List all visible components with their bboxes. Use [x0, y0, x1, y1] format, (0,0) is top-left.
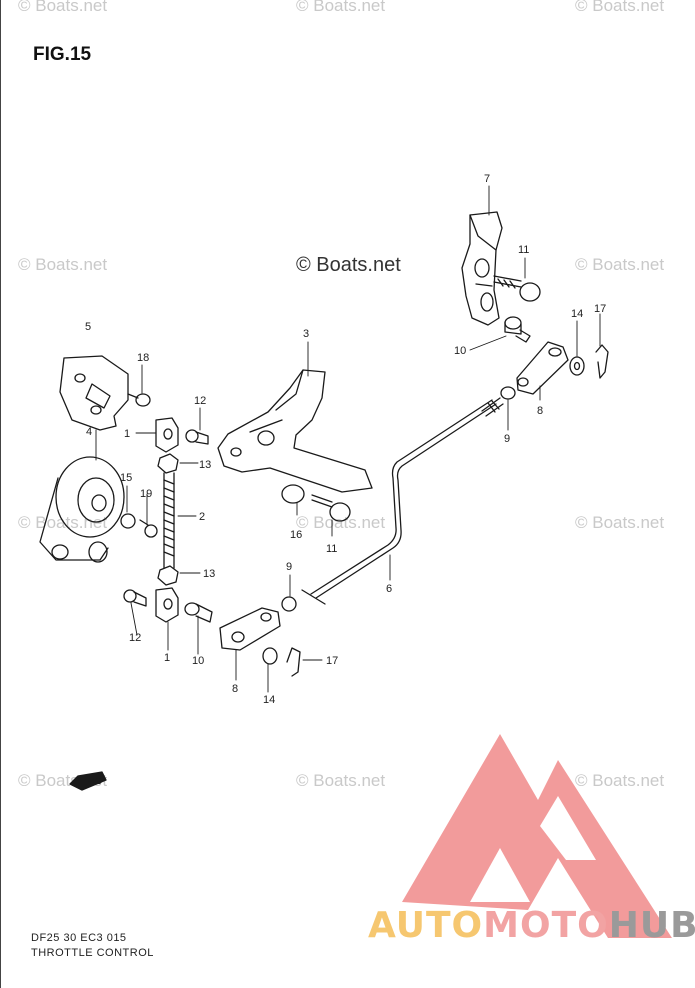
callout-17: 17 [594, 303, 606, 315]
watermark: © Boats.net [296, 771, 386, 790]
callout-11: 11 [518, 244, 529, 256]
part-screw-19 [139, 519, 158, 538]
callout-7: 7 [484, 173, 490, 185]
part-bracket-7 [461, 211, 503, 326]
part-link-8a [516, 341, 569, 395]
part-cam-4 [39, 456, 125, 563]
callout-5: 5 [85, 321, 91, 333]
part-pin-10a [504, 316, 531, 343]
part-clip-17a [595, 344, 609, 379]
footer-code: DF25 30 EC3 015 [31, 932, 127, 944]
part-nut-13b [157, 565, 179, 586]
callout-2: 2 [199, 511, 205, 523]
watermark: © Boats.net [296, 0, 386, 15]
part-stud-12a [185, 429, 209, 445]
callout-labels: 7 11 14 17 10 8 9 5 18 3 12 1 13 4 15 19… [85, 173, 606, 706]
automotohub-logo-icon [402, 734, 672, 938]
callout-11: 11 [326, 543, 337, 555]
part-plate-5 [59, 355, 129, 431]
watermark: © Boats.net [575, 513, 665, 532]
callout-8: 8 [232, 683, 238, 695]
callout-12: 12 [194, 395, 206, 407]
callout-15: 15 [120, 472, 132, 484]
callout-9: 9 [504, 433, 510, 445]
callout-14: 14 [263, 694, 275, 706]
watermark: © Boats.net [18, 0, 108, 15]
callout-9: 9 [286, 561, 292, 573]
watermark: © Boats.net [18, 255, 108, 274]
fwd-badge-text: FWD [84, 777, 102, 786]
callout-12: 12 [129, 632, 141, 644]
callout-10: 10 [454, 345, 466, 357]
footer-caption: THROTTLE CONTROL [31, 947, 154, 959]
part-pin-10b [184, 602, 213, 623]
logo-hub: HUB [608, 905, 695, 946]
callout-19: 19 [140, 488, 152, 500]
part-bolt-11a [493, 275, 541, 302]
callout-13: 13 [203, 568, 215, 580]
callout-13: 13 [199, 459, 211, 471]
callout-18: 18 [137, 352, 149, 364]
part-screw-18 [127, 393, 151, 407]
callout-4: 4 [86, 426, 92, 438]
watermark-center: © Boats.net [296, 254, 401, 276]
part-washer-14a [569, 356, 585, 376]
watermark: © Boats.net [296, 513, 386, 532]
part-washer-14b [262, 647, 278, 665]
callout-8: 8 [537, 405, 543, 417]
part-link-8b [219, 607, 281, 651]
callout-14: 14 [571, 308, 583, 320]
callout-1: 1 [124, 428, 130, 440]
part-bolt-11b [311, 494, 351, 522]
part-bracket-3 [217, 369, 373, 493]
part-rod-6 [301, 397, 504, 605]
part-nut-9a [500, 386, 516, 400]
figure-title: FIG.15 [33, 44, 92, 65]
callout-1: 1 [164, 652, 170, 664]
callout-17: 17 [326, 655, 338, 667]
watermark: © Boats.net [575, 255, 665, 274]
logo-auto: AUTO [368, 905, 484, 946]
callout-3: 3 [303, 328, 309, 340]
part-clip-17b [286, 647, 301, 677]
part-nut-13a [157, 453, 179, 474]
part-nut-9b [281, 596, 297, 612]
callout-10: 10 [192, 655, 204, 667]
part-stud-12b [123, 589, 147, 607]
part-socket-1a [155, 417, 179, 453]
left-border [0, 0, 1, 988]
automotohub-logo-text: AUTOMOTOHUB [368, 905, 695, 946]
fwd-arrow-icon [69, 771, 107, 791]
callout-16: 16 [290, 529, 302, 541]
part-washer-16 [281, 484, 305, 504]
watermark: © Boats.net [575, 771, 665, 790]
part-socket-1b [155, 587, 179, 623]
part-rod-2 [163, 472, 175, 569]
logo-moto: MOTO [483, 905, 609, 946]
part-washer-15 [120, 513, 136, 529]
watermark: © Boats.net [575, 0, 665, 15]
callout-6: 6 [386, 583, 392, 595]
